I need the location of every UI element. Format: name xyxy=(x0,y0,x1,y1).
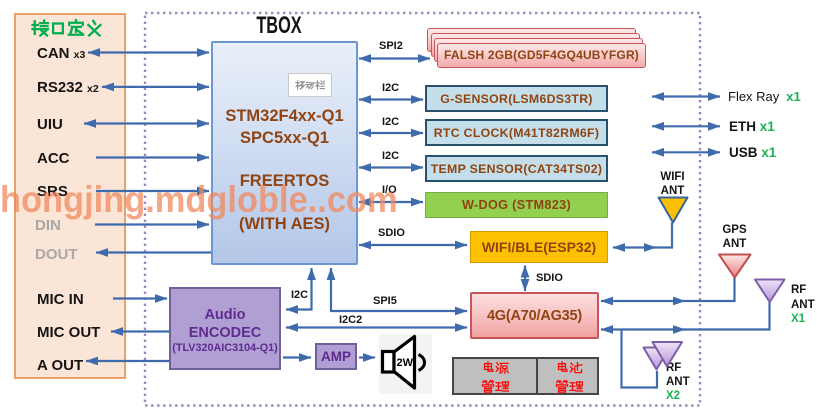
svg-text:2W: 2W xyxy=(397,357,414,369)
